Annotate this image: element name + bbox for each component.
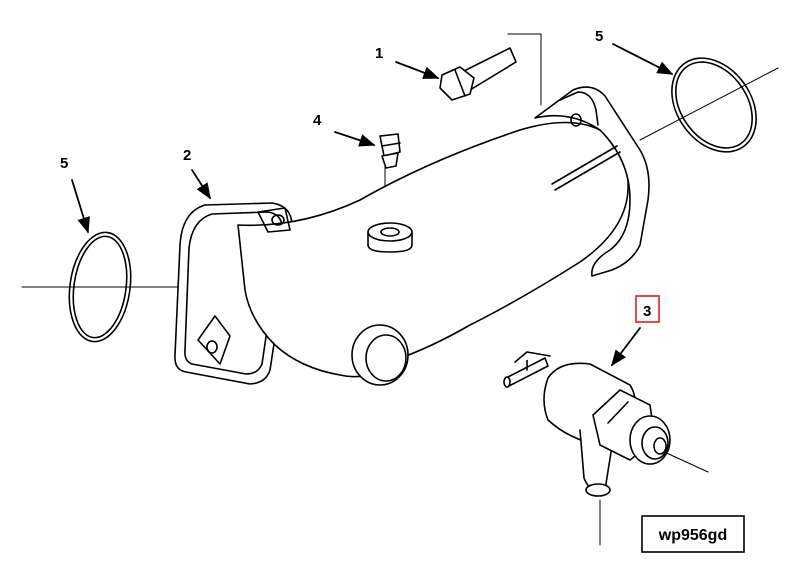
drain-plug (379, 133, 401, 169)
housing-boss (351, 324, 409, 386)
callout-1: 1 (375, 45, 383, 62)
bolt (439, 47, 517, 101)
callout-4: 4 (313, 112, 322, 129)
valve-assembly (503, 351, 709, 546)
callout-2: 2 (183, 147, 191, 164)
callout-3-highlight-box (635, 295, 660, 323)
callout-5-right: 5 (595, 28, 603, 45)
drawing-code: wp956gd (658, 527, 727, 544)
water-housing (174, 86, 650, 385)
sealing-washer (367, 222, 413, 253)
drawing-code-box (641, 515, 745, 553)
leader-arrows (71, 43, 674, 367)
callout-5-left: 5 (60, 155, 68, 172)
left-o-ring (68, 231, 132, 343)
callout-3: 3 (643, 303, 651, 320)
flange-holes (197, 113, 582, 365)
right-o-ring (671, 57, 757, 153)
